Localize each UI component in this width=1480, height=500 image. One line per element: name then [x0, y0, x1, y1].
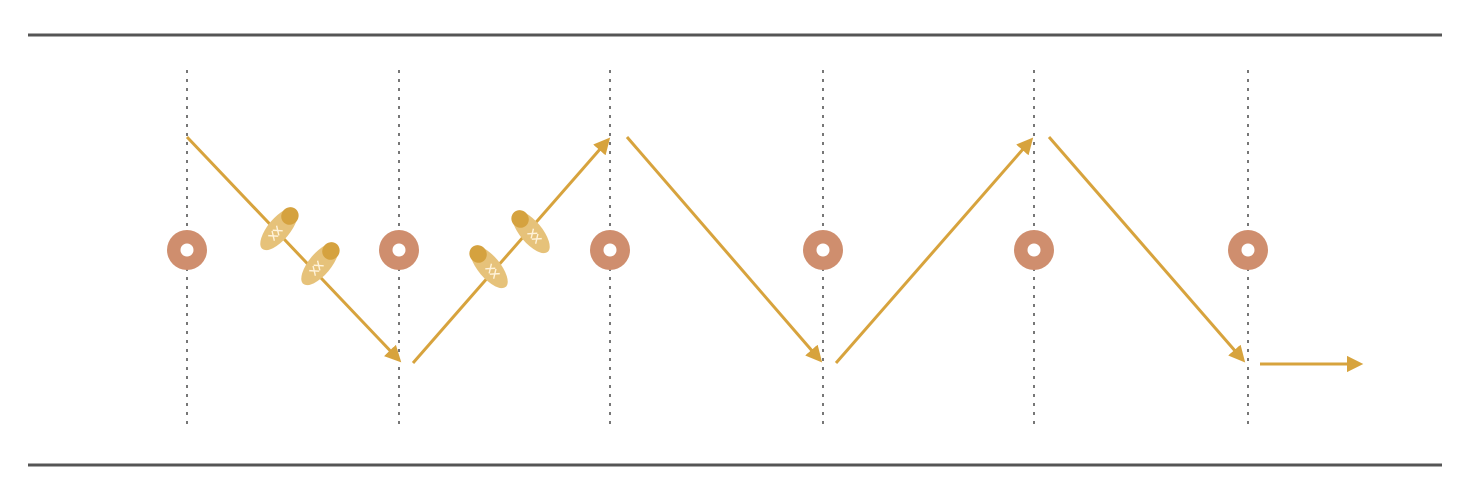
- path-arrow-seg-3: [625, 136, 823, 363]
- path-arrow-seg-4: [834, 137, 1034, 364]
- cone-marker-icon: [379, 230, 419, 270]
- cones: [167, 230, 1268, 270]
- zigzag-path: [185, 135, 1364, 373]
- cone-marker-icon: [590, 230, 630, 270]
- path-arrow-seg-2: [411, 137, 611, 364]
- path-arrow-seg-1: [185, 135, 402, 363]
- cone-marker-icon: [1014, 230, 1054, 270]
- cone-marker-icon: [167, 230, 207, 270]
- sideline-rails: [28, 33, 1442, 467]
- cone-marker-icon: [803, 230, 843, 270]
- footprints: [260, 207, 550, 289]
- shoe-print-icon: [260, 207, 299, 251]
- shoe-print-icon: [511, 210, 550, 254]
- cone-guide-lines: [186, 70, 1249, 430]
- shoe-print-icon: [301, 242, 340, 286]
- cone-marker-icon: [1228, 230, 1268, 270]
- shoe-print-icon: [469, 245, 508, 289]
- path-arrow-seg-5: [1047, 136, 1246, 363]
